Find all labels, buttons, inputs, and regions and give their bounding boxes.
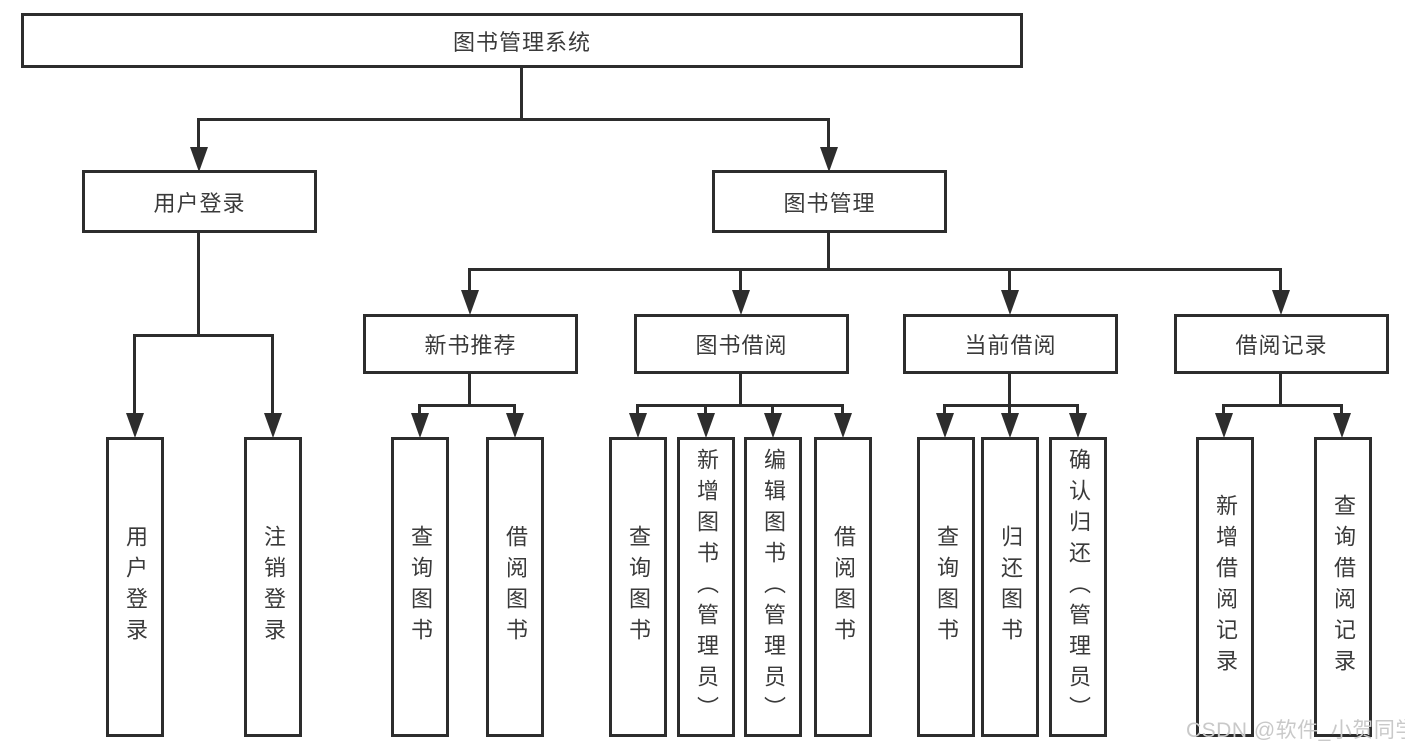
node-query-books-1-label: 查询图书 [408, 525, 433, 649]
connector-drop-current-borrowing [1008, 268, 1011, 294]
connector-borrow-records-stem [1279, 374, 1282, 407]
node-book-borrowing: 图书借阅 [634, 314, 849, 374]
connector-book-management-stem [827, 233, 830, 271]
node-edit-book-admin-label: 编辑图书（管理员） [761, 447, 786, 727]
arrow-down-icon [461, 290, 479, 315]
node-current-borrowing-label: 当前借阅 [964, 333, 1057, 358]
connector-drop [1008, 404, 1011, 416]
node-query-books-2: 查询图书 [609, 437, 667, 737]
connector-group3-rail [636, 404, 844, 407]
node-query-books-3-label: 查询图书 [934, 525, 959, 649]
connector-group4-rail [943, 404, 1079, 407]
arrow-down-icon [411, 413, 429, 438]
node-borrow-books-2-label: 借阅图书 [831, 525, 856, 649]
node-book-management-label: 图书管理 [783, 190, 876, 216]
node-query-borrow-record-label: 查询借阅记录 [1331, 494, 1356, 680]
node-query-books-2-label: 查询图书 [626, 525, 651, 649]
connector-drop-user-login-leaf [133, 334, 136, 416]
arrow-down-icon [1069, 413, 1087, 438]
arrow-down-icon [126, 413, 144, 438]
node-edit-book-admin: 编辑图书（管理员） [744, 437, 802, 737]
arrow-down-icon [629, 413, 647, 438]
connector-drop-logout [271, 334, 274, 416]
node-user-login-leaf-label: 用户登录 [123, 525, 148, 649]
node-return-books-label: 归还图书 [998, 525, 1023, 649]
arrow-down-icon [1215, 413, 1233, 438]
node-user-login-leaf: 用户登录 [106, 437, 164, 737]
node-query-books-3: 查询图书 [917, 437, 975, 737]
arrow-down-icon [697, 413, 715, 438]
connector-drop-book-management [827, 118, 830, 151]
node-borrow-books-2: 借阅图书 [814, 437, 872, 737]
connector-drop-borrow-records [1279, 268, 1282, 294]
arrow-down-icon [1333, 413, 1351, 438]
arrow-down-icon [764, 413, 782, 438]
arrow-down-icon [936, 413, 954, 438]
node-user-login-label: 用户登录 [153, 190, 246, 216]
arrow-down-icon [506, 413, 524, 438]
connector-drop [1222, 404, 1225, 416]
arrow-down-icon [190, 147, 208, 172]
connector-drop [704, 404, 707, 416]
connector-user-login-stem [197, 233, 200, 336]
connector-drop-new-book [468, 268, 471, 294]
connector-drop [841, 404, 844, 416]
arrow-down-icon [732, 290, 750, 315]
arrow-down-icon [834, 413, 852, 438]
node-user-login: 用户登录 [82, 170, 317, 233]
node-query-borrow-record: 查询借阅记录 [1314, 437, 1372, 737]
connector-drop [1076, 404, 1079, 416]
arrow-down-icon [264, 413, 282, 438]
connector-drop-user-login [197, 118, 200, 151]
connector-drop [771, 404, 774, 416]
node-new-book-recommend: 新书推荐 [363, 314, 578, 374]
connector-level3-rail [468, 268, 1282, 271]
connector-new-book-stem [468, 374, 471, 407]
node-add-book-admin: 新增图书（管理员） [677, 437, 735, 737]
arrow-down-icon [1272, 290, 1290, 315]
watermark-text: CSDN @软件_小贺同学 [1186, 719, 1405, 742]
connector-drop-book-borrowing [739, 268, 742, 294]
connector-group2-rail [418, 404, 516, 407]
node-borrow-records: 借阅记录 [1174, 314, 1389, 374]
node-book-borrowing-label: 图书借阅 [695, 333, 788, 358]
arrow-down-icon [1001, 413, 1019, 438]
node-return-books: 归还图书 [981, 437, 1039, 737]
node-borrow-records-label: 借阅记录 [1235, 333, 1328, 358]
node-current-borrowing: 当前借阅 [903, 314, 1118, 374]
node-add-borrow-record-label: 新增借阅记录 [1213, 494, 1238, 680]
node-logout-label: 注销登录 [261, 525, 286, 649]
node-new-book-recommend-label: 新书推荐 [424, 333, 517, 358]
node-borrow-books-1: 借阅图书 [486, 437, 544, 737]
connector-root-stem [520, 68, 523, 120]
node-confirm-return-admin-label: 确认归还（管理员） [1066, 447, 1091, 727]
connector-drop [943, 404, 946, 416]
node-borrow-books-1-label: 借阅图书 [503, 525, 528, 649]
connector-drop [513, 404, 516, 416]
node-book-management: 图书管理 [712, 170, 947, 233]
connector-level2-rail [197, 118, 830, 121]
node-logout: 注销登录 [244, 437, 302, 737]
connector-group5-rail [1222, 404, 1343, 407]
node-library-system-label: 图书管理系统 [452, 29, 591, 55]
connector-drop [1340, 404, 1343, 416]
connector-drop [418, 404, 421, 416]
arrow-down-icon [1001, 290, 1019, 315]
node-add-book-admin-label: 新增图书（管理员） [694, 447, 719, 727]
connector-book-borrowing-stem [739, 374, 742, 407]
node-confirm-return-admin: 确认归还（管理员） [1049, 437, 1107, 737]
node-add-borrow-record: 新增借阅记录 [1196, 437, 1254, 737]
connector-current-borrowing-stem [1008, 374, 1011, 407]
connector-group1-rail [133, 334, 274, 337]
node-query-books-1: 查询图书 [391, 437, 449, 737]
connector-drop [636, 404, 639, 416]
arrow-down-icon [820, 147, 838, 172]
node-library-system: 图书管理系统 [21, 13, 1023, 68]
